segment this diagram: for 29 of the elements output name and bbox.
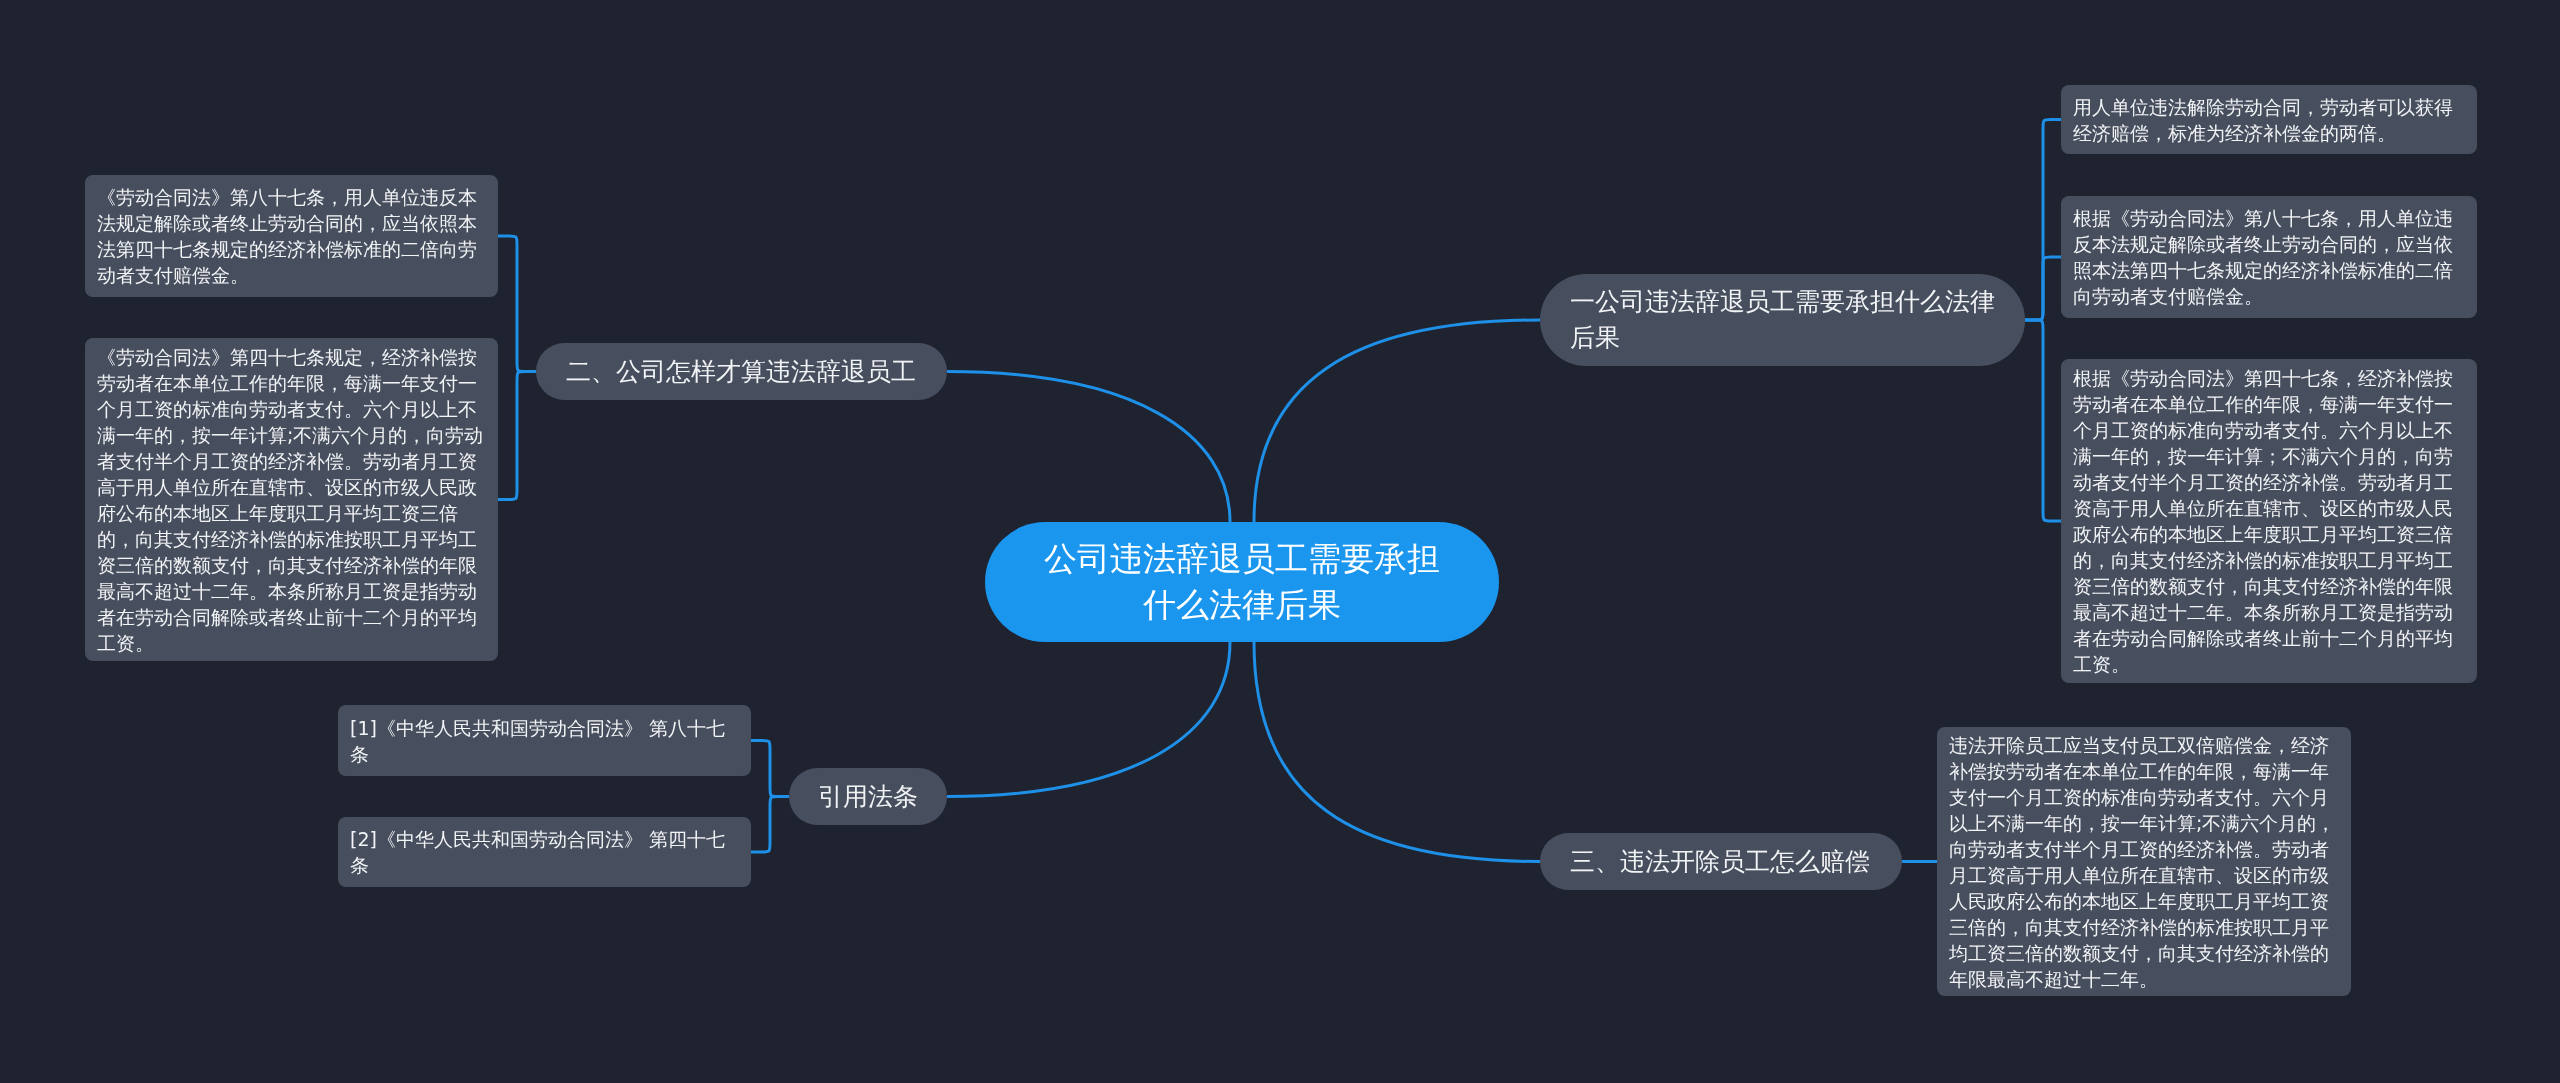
connector-line: [946, 641, 1232, 798]
note-text: [1]《中华人民共和国劳动合同法》 第八十七条: [350, 715, 726, 767]
connector-line: [1252, 318, 1541, 523]
topic-label: 三、违法开除员工怎么赔偿: [1570, 845, 1870, 878]
topic-box: [789, 768, 947, 825]
topic-label: 公司违法辞退员工需要承担什么法律后果: [1043, 538, 1441, 626]
note-box: [2061, 196, 2477, 318]
connector-line: [751, 795, 789, 854]
note-text: [2]《中华人民共和国劳动合同法》 第四十七条: [350, 827, 726, 878]
topic-box: [536, 343, 947, 400]
topic-label: 二、公司怎样才算违法辞退员工: [566, 355, 916, 388]
connector-line: [1252, 641, 1541, 863]
note-box: [338, 705, 751, 776]
note-text: 违法开除员工应当支付员工双倍赔偿金，经济补偿按劳动者在本单位工作的年限，每满一年支付一个月工资的标准向劳动者支付。六个月以上不满一年的，按一年计算;不满六个月的，向劳动者支付半个月工资的经济补偿。劳动者月工资高于用人单位所在直辖市、设区的市级人民政府公布的本地区上年度职工月平均工资三倍的，向其支付经济补偿的标准按职工月平均工资三倍的数额支付，向其支付经济补偿的年限最高不超过十二年。: [1949, 732, 2337, 992]
note-text: 根据《劳动合同法》第八十七条，用人单位违反本法规定解除或者终止劳动合同的，应当依照本法第四十七条规定的经济补偿标准的二倍向劳动者支付赔偿金。: [2073, 206, 2454, 309]
topic-box: [1540, 833, 1902, 890]
topic-label: 引用法条: [818, 780, 918, 813]
connector-line: [1902, 860, 1937, 863]
note-box: [85, 175, 498, 297]
note-box: [2061, 85, 2477, 154]
connector-line: [946, 370, 1232, 523]
connector-line: [498, 370, 536, 501]
note-text: 根据《劳动合同法》第四十七条，经济补偿按劳动者在本单位工作的年限，每满一年支付一个月工资的标准向劳动者支付。六个月以上不满一年的，按一年计算；不满六个月的，向劳动者支付半个月工资的经济补偿。劳动者月工资高于用人单位所在直辖市、设区的市级人民政府公布的本地区上年度职工月平均工资三倍的，向其支付经济补偿的标准按职工月平均工资三倍的数额支付，向其支付经济补偿的年限最高不超过十二年。本条所称月工资是指劳动者在劳动合同解除或者终止前十二个月的平均工资。: [2073, 366, 2454, 677]
note-text: 用人单位违法解除劳动合同，劳动者可以获得经济赔偿，标准为经济补偿金的两倍。: [2073, 94, 2454, 146]
topic-label: 一公司违法辞退员工需要承担什么法律后果: [1570, 286, 1996, 354]
note-text: 《劳动合同法》第八十七条，用人单位违反本法规定解除或者终止劳动合同的，应当依照本法第四十七条规定的经济补偿标准的二倍向劳动者支付赔偿金。: [97, 185, 478, 288]
note-box: [338, 817, 751, 887]
note-text: 《劳动合同法》第四十七条规定，经济补偿按劳动者在本单位工作的年限，每满一年支付一个月工资的标准向劳动者支付。六个月以上不满一年的，按一年计算;不满六个月的，向劳动者支付半个月工资的经济补偿。劳动者月工资高于用人单位所在直辖市、设区的市级人民政府公布的本地区上年度职工月平均工资三倍的，向其支付经济补偿的标准按职工月平均工资三倍的数额支付，向其支付经济补偿的年限最高不超过十二年。本条所称月工资是指劳动者在劳动合同解除或者终止前十二个月的平均工资。: [97, 344, 485, 656]
connector-line: [2025, 318, 2061, 523]
